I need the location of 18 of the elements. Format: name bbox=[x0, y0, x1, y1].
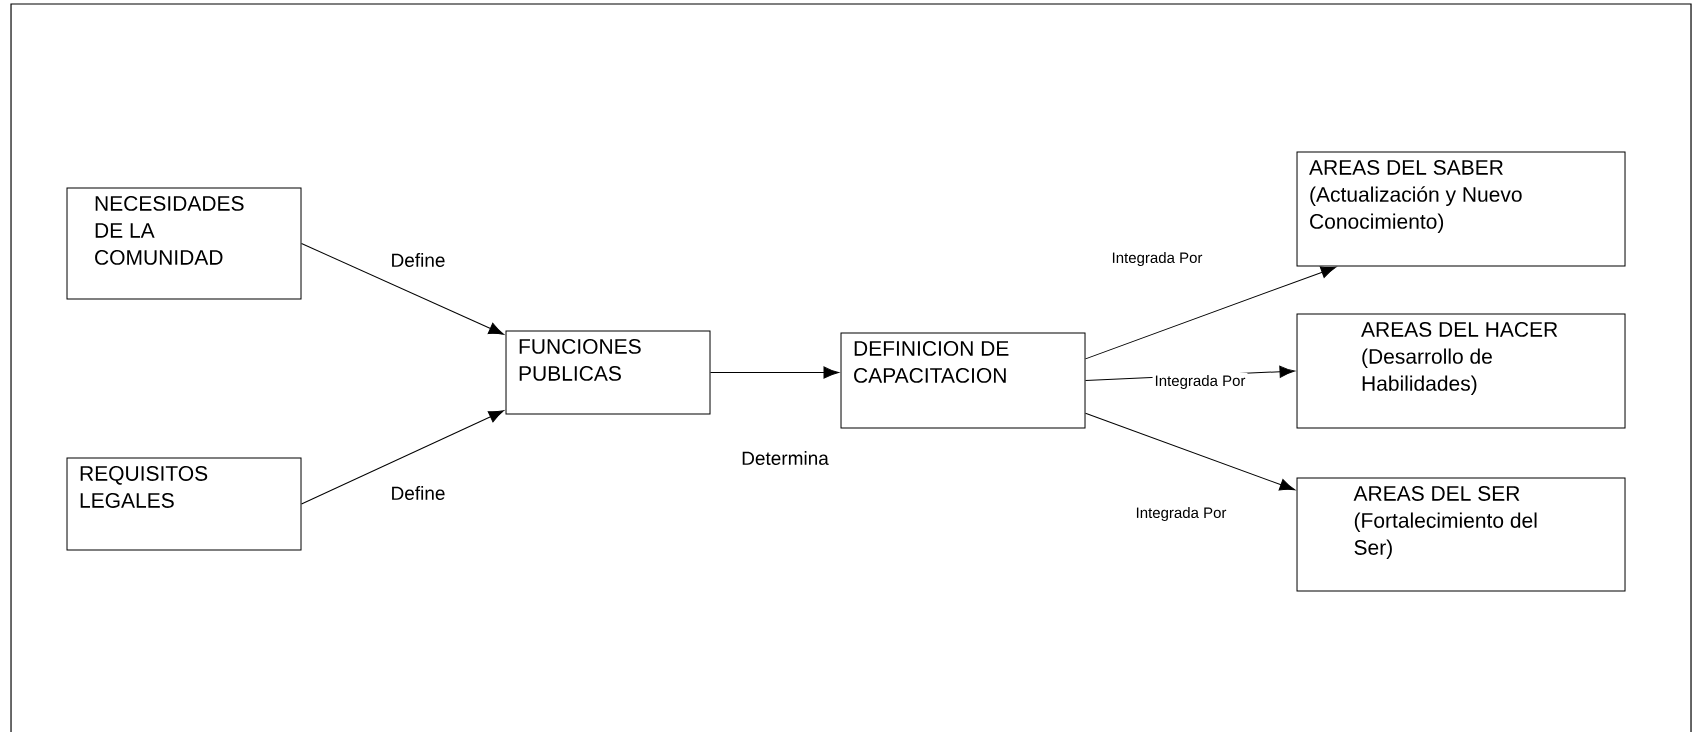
edge-label: Define bbox=[388, 251, 448, 269]
process-box: AREAS DEL SER (Fortalecimiento del Ser) bbox=[1296, 477, 1626, 592]
process-box: NECESIDADES DE LA COMUNIDAD bbox=[66, 187, 302, 300]
edge-label: Integrada Por bbox=[1133, 505, 1229, 523]
arrow bbox=[1085, 412, 1296, 491]
edge-label: Integrada Por bbox=[1152, 373, 1248, 391]
edge-label: Integrada Por bbox=[1109, 250, 1205, 268]
arrow bbox=[1085, 266, 1337, 360]
process-box: REQUISITOS LEGALES bbox=[66, 457, 302, 551]
edge-label: Define bbox=[388, 484, 448, 502]
process-box: FUNCIONES PUBLICAS bbox=[505, 330, 711, 415]
process-box: AREAS DEL SABER (Actualización y Nuevo Conocimiento) bbox=[1296, 151, 1626, 267]
arrow bbox=[301, 243, 505, 335]
process-box: AREAS DEL HACER (Desarrollo de Habilidades) bbox=[1296, 313, 1626, 429]
edge-label: Determina bbox=[739, 449, 831, 467]
arrow bbox=[301, 410, 505, 505]
process-box: DEFINICION DE CAPACITACION bbox=[840, 332, 1086, 429]
arrow bbox=[710, 366, 839, 379]
